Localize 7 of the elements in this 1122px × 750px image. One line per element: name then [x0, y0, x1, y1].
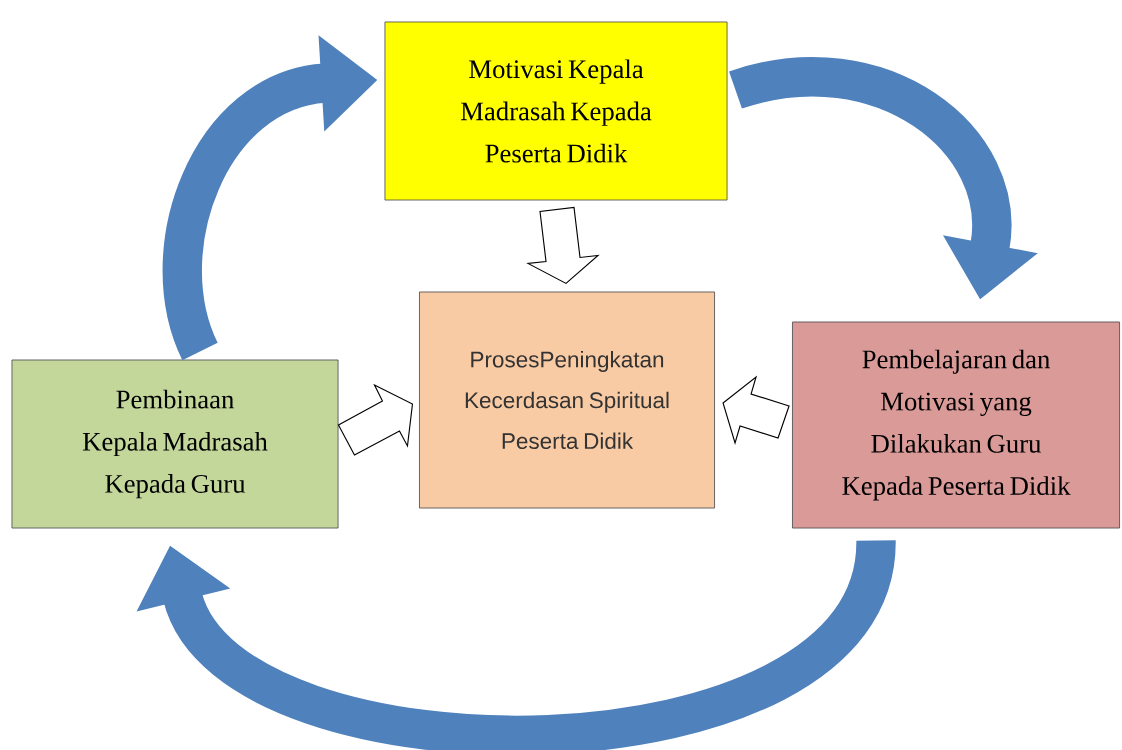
- block-arrow: [526, 206, 600, 285]
- block-arrow: [337, 383, 414, 456]
- text-box: Pembinaan Kepala Madrasah Kepada Guru: [11, 359, 339, 529]
- text-box: Pembelajaran dan Motivasi yang Dilakukan Guru Kepada Peserta Didik: [792, 321, 1120, 529]
- text-box: Motivasi Kepala Madrasah Kepada Peserta Didik: [384, 21, 728, 201]
- block-arrow: [722, 375, 790, 445]
- process-box: ProsesPeningkatan Kecerdasan Spiritual Peserta Didik: [419, 291, 715, 509]
